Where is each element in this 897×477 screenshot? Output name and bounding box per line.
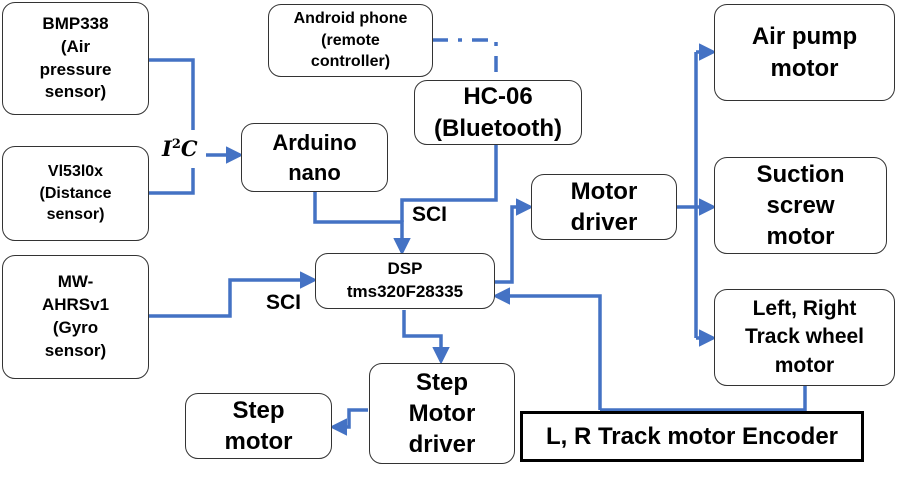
mw-ahrsv1-node: MW- AHRSv1 (Gyro sensor): [2, 255, 149, 379]
step-motor-label: Step motor: [224, 396, 293, 455]
step-motor-driver-node: Step Motor driver: [369, 363, 515, 464]
bmp-to-i2c-line: [148, 58, 195, 130]
android-to-hc06-bluetooth-link: [432, 38, 498, 80]
dsp-label: DSP tms320F28335: [346, 259, 464, 301]
i2c-bus-label: I2C: [162, 136, 198, 161]
step-motor-driver-label: Step Motor driver: [408, 368, 476, 459]
track-wheel-motor-node: Left, Right Track wheel motor: [714, 289, 895, 386]
mw-ahrsv1-label: MW- AHRSv1 (Gyro sensor): [41, 272, 110, 360]
dsp-to-step-driver-arrow: [402, 310, 450, 365]
sci-label-left: SCI: [266, 291, 302, 314]
air-pump-motor-node: Air pump motor: [714, 4, 895, 101]
motor-driver-label: Motor driver: [570, 177, 638, 236]
arduino-nano-node: Arduino nano: [241, 123, 388, 192]
i2c-superscript: 2: [171, 137, 181, 152]
track-wheel-motor-label: Left, Right Track wheel motor: [744, 296, 865, 377]
encoder-node: L, R Track motor Encoder: [520, 411, 864, 462]
encoder-feedback-to-dsp-arrow: [492, 287, 602, 410]
sci-label-top: SCI: [412, 203, 448, 226]
gyro-to-dsp-arrow: [148, 271, 318, 318]
air-pump-motor-label: Air pump motor: [751, 23, 858, 82]
dsp-to-motor-driver-arrow: [494, 198, 534, 284]
android-phone-label: Android phone (remote controller): [293, 10, 408, 71]
suction-screw-motor-node: Suction screw motor: [714, 157, 887, 254]
step-driver-to-step-motor-arrow: [329, 408, 368, 436]
track-wheel-to-encoder-line: [600, 386, 807, 412]
arduino-nano-label: Arduino nano: [272, 130, 357, 185]
hc06-to-dsp-line: [400, 145, 498, 222]
bmp338-node: BMP338 (Air pressure sensor): [2, 2, 149, 115]
bmp338-label: BMP338 (Air pressure sensor): [39, 13, 112, 102]
i2c-tail: C: [180, 136, 198, 161]
hc06-label: HC-06 (Bluetooth): [434, 83, 562, 142]
arduino-to-dsp-line: [313, 192, 411, 256]
i2c-letter: I: [162, 136, 172, 161]
encoder-label: L, R Track motor Encoder: [545, 422, 839, 450]
dsp-node: DSP tms320F28335: [315, 253, 495, 309]
hc06-node: HC-06 (Bluetooth): [414, 80, 582, 145]
motor-driver-node: Motor driver: [531, 174, 677, 240]
step-motor-node: Step motor: [185, 393, 332, 459]
android-phone-node: Android phone (remote controller): [268, 4, 433, 77]
vl53l0x-node: Vl53l0x (Distance sensor): [2, 146, 149, 241]
vl53l0x-label: Vl53l0x (Distance sensor): [39, 163, 112, 224]
suction-screw-motor-label: Suction screw motor: [756, 160, 845, 251]
vl53-to-i2c-line: [148, 168, 195, 195]
